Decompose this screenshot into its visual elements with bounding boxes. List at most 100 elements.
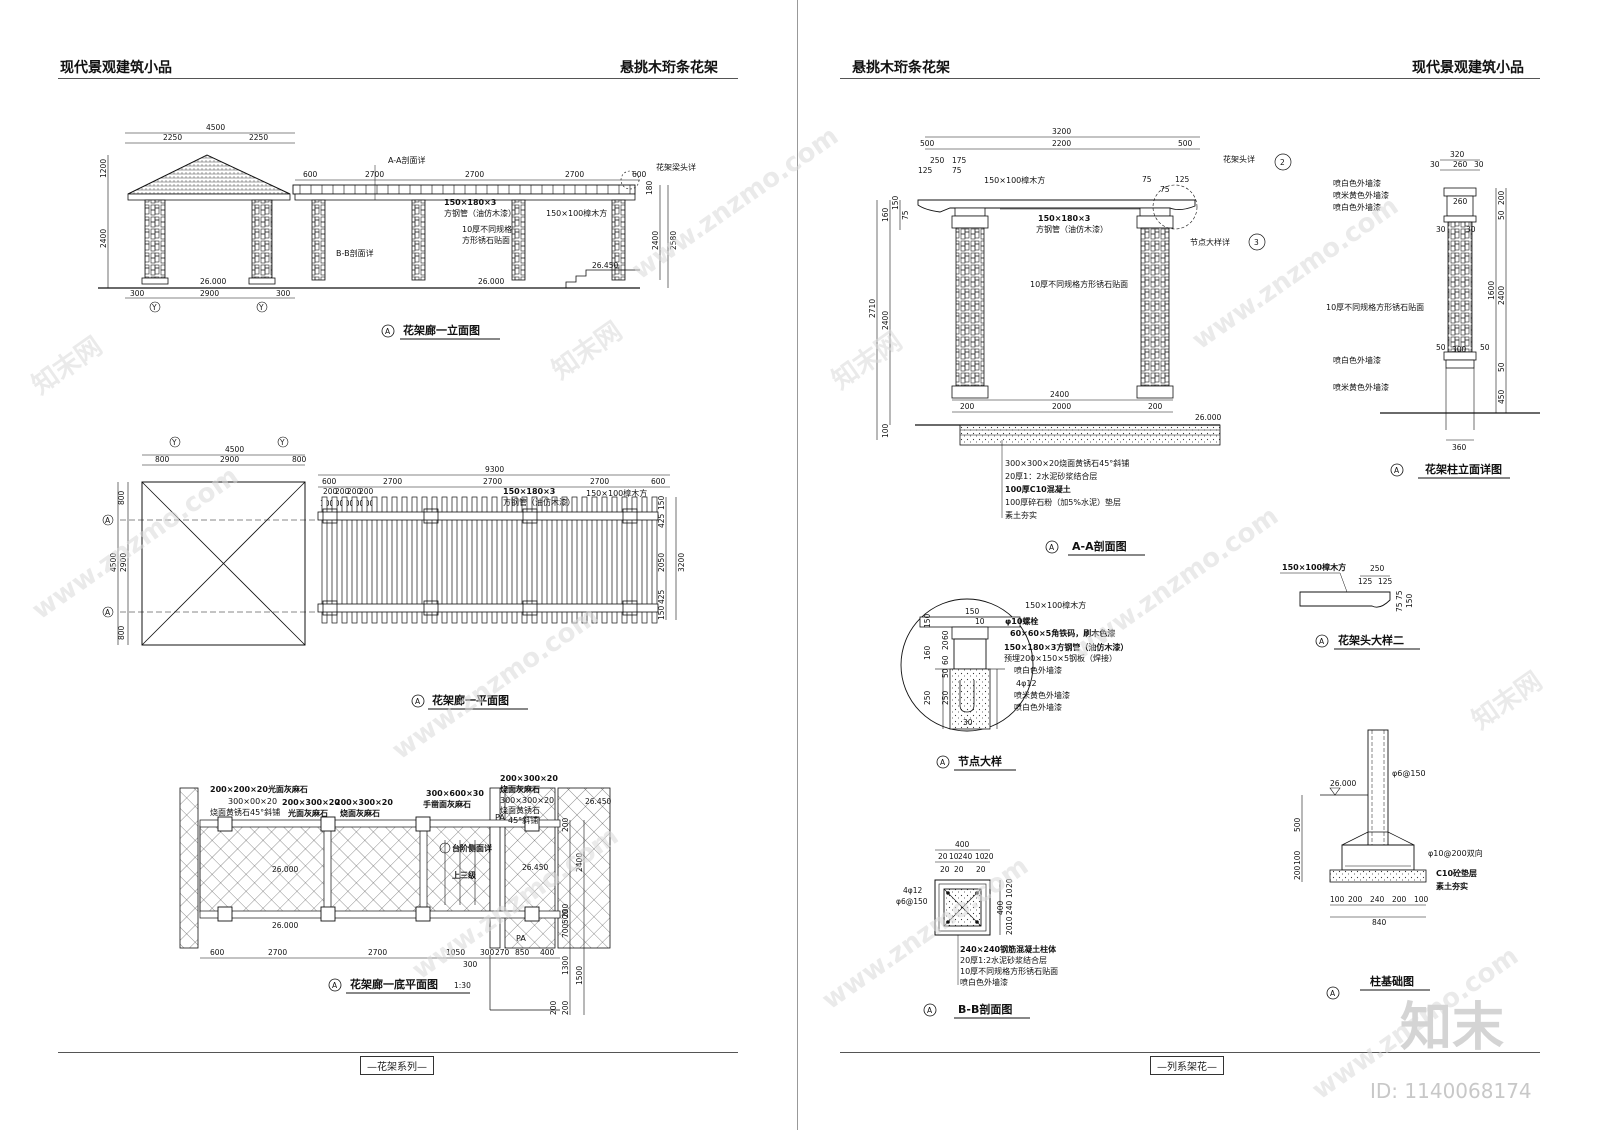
- aa-level: 26.000: [1195, 413, 1221, 422]
- elev-label-head: 花架梁头详: [656, 162, 696, 172]
- plan-rafter: [601, 496, 608, 624]
- plan-rafter: [521, 496, 528, 624]
- aa-dim-b2: 2000: [1052, 402, 1071, 411]
- right-footer: —列系架花—: [1150, 1056, 1224, 1075]
- col-dim-t2: 260: [1453, 160, 1468, 169]
- node-title-marker: A: [940, 758, 946, 767]
- floor-label-8: 手凿面灰麻石: [423, 799, 471, 809]
- aa-label-tube: 150×180×3: [1038, 214, 1090, 223]
- plan-dim2-1: 600: [322, 477, 337, 486]
- floor-label-13: 45°斜铺: [508, 815, 538, 825]
- fnd-dim-l1: 100: [1293, 850, 1302, 865]
- floor-title: 花架廊一底平面图: [350, 977, 438, 991]
- bb-dim-t6: 20: [940, 865, 950, 874]
- plan-rafter: [511, 496, 518, 624]
- plan-rafter: [391, 496, 398, 624]
- aa-dim-t2-5: 125: [1175, 175, 1190, 184]
- col-label-5: 喷米黄色外墙漆: [1333, 382, 1389, 392]
- left-header-rule: [58, 78, 738, 79]
- elev-dim-b0: 300: [130, 289, 145, 298]
- plan-dim-l3: 800: [117, 625, 126, 640]
- floor-label-16: PA: [495, 813, 505, 822]
- head-label: 150×100樟木方: [1282, 562, 1346, 572]
- fnd-dim-b3: 200: [1392, 895, 1407, 904]
- right-header-subtitle: 悬挑木珩条花架: [852, 60, 950, 76]
- head-dim-4: 75: [1395, 602, 1404, 612]
- plan-rafter: [621, 496, 628, 624]
- head-title-marker: A: [1319, 637, 1325, 646]
- plan-grid-3: A: [105, 608, 111, 617]
- floor-label-14: 台阶侧面详: [452, 843, 492, 853]
- floor-plan-drawing: 200×200×20光面灰麻石 300×00×20 烧面黄锈石45°斜铺 200…: [179, 774, 611, 1015]
- floor-dim-r7: 200: [561, 1000, 570, 1015]
- bb-label-1: 20厚1:2水泥砂浆结合层: [960, 955, 1047, 965]
- node-title: 节点大样: [958, 754, 1002, 768]
- aa-dim-t1: 500: [920, 139, 935, 148]
- aa-dim-b0: 2400: [1050, 390, 1069, 399]
- node-label-1: φ10螺栓: [1005, 616, 1038, 626]
- plan-rafter: [441, 496, 448, 624]
- aa-label-rafter: 150×100樟木方: [984, 175, 1045, 185]
- node-detail-drawing: 150×100樟木方 φ10螺栓 60×60×5角铁码，刷木色漆 150×180…: [900, 598, 1128, 771]
- aa-layer-2: 100厚C10混凝土: [1005, 484, 1071, 494]
- node-label-5: 喷白色外墙漆: [1014, 665, 1062, 675]
- plan-rafter: [331, 496, 338, 624]
- plan-rafter: [411, 496, 418, 624]
- node-dim-7: 50: [941, 668, 950, 678]
- floor-dim-r5: 1300: [561, 956, 570, 975]
- node-label-2: 60×60×5角铁码，刷木色漆: [1010, 628, 1115, 638]
- plan-dim2-2: 2700: [383, 477, 402, 486]
- col-title: 花架柱立面详图: [1425, 462, 1502, 476]
- plan-dim-t1: 800: [155, 455, 170, 464]
- plan-rafter: [531, 496, 538, 624]
- elev-label-rafter: 150×100樟木方: [546, 208, 607, 218]
- elev-dim-r0: 180: [645, 180, 654, 195]
- plan-dim-l1: 4500: [109, 553, 118, 572]
- floor-label-15: 上三级: [452, 870, 477, 880]
- elevation-drawing: 4500 2250 2250 600 2700 2700 2700 600 12…: [98, 123, 696, 340]
- plan-rafter: [631, 496, 638, 624]
- watermark-site-6: www.znzmo.com: [817, 851, 1034, 1016]
- elev-dim-r2: 2580: [669, 231, 678, 250]
- aa-label-head: 花架头详: [1223, 154, 1255, 164]
- head-dim-0: 250: [1370, 564, 1385, 573]
- watermark-site-1: www.znzmo.com: [387, 601, 604, 766]
- plan-rafter: [321, 496, 328, 624]
- plan-rafter: [451, 496, 458, 624]
- bb-title-marker: A: [927, 1006, 933, 1015]
- elev-level-2: 26.450: [592, 261, 618, 270]
- elev-grid-1: Y: [258, 303, 264, 312]
- col-dim-r0: 200: [1497, 190, 1506, 205]
- elev-dim2-2: 2700: [465, 170, 484, 179]
- fnd-label-0: φ6@150: [1392, 769, 1426, 778]
- fnd-title-marker: A: [1330, 989, 1336, 998]
- aa-label-tube2: 方钢管（油仿木漆）: [1036, 224, 1108, 234]
- node-dim-9: 250: [941, 690, 950, 705]
- plan-dim-t0: 4500: [225, 445, 244, 454]
- plan-rafter: [591, 496, 598, 624]
- floor-label-4: 光面灰麻石: [287, 808, 328, 818]
- floor-dim-b4: 300: [480, 948, 495, 957]
- bb-title: B-B剖面图: [958, 1002, 1012, 1016]
- column-drawing: 320 30 260 30 200 50 1600 2400 50 450 26…: [1326, 150, 1540, 479]
- elev-label-aa: A-A剖面详: [388, 155, 425, 165]
- col-dim-r4: 50: [1497, 362, 1506, 372]
- plan-rafter: [481, 496, 488, 624]
- floor-dim-r0: 200: [561, 817, 570, 832]
- node-label-6: 4φ12: [1016, 679, 1037, 688]
- plan-dim-r3: 3200: [677, 553, 686, 572]
- floor-label-6: 烧面灰麻石: [340, 808, 380, 818]
- left-header-title: 现代景观建筑小品: [60, 60, 172, 76]
- col-dim-t1: 30: [1430, 160, 1440, 169]
- plan-rafter: [471, 496, 478, 624]
- left-footer: —花架系列—: [360, 1056, 434, 1075]
- elev-dim-roof: 1200: [99, 159, 108, 178]
- plan-rafter: [371, 496, 378, 624]
- plan-rafter: [641, 496, 648, 624]
- head-dim-3: 75: [1395, 590, 1404, 600]
- elev-label-stone: 10厚不同规格: [462, 224, 512, 234]
- floor-dim-r3: 700: [561, 923, 570, 938]
- col-title-marker: A: [1394, 466, 1400, 475]
- watermark-site-5: www.znzmo.com: [1187, 191, 1404, 356]
- col-dim-t3: 30: [1474, 160, 1484, 169]
